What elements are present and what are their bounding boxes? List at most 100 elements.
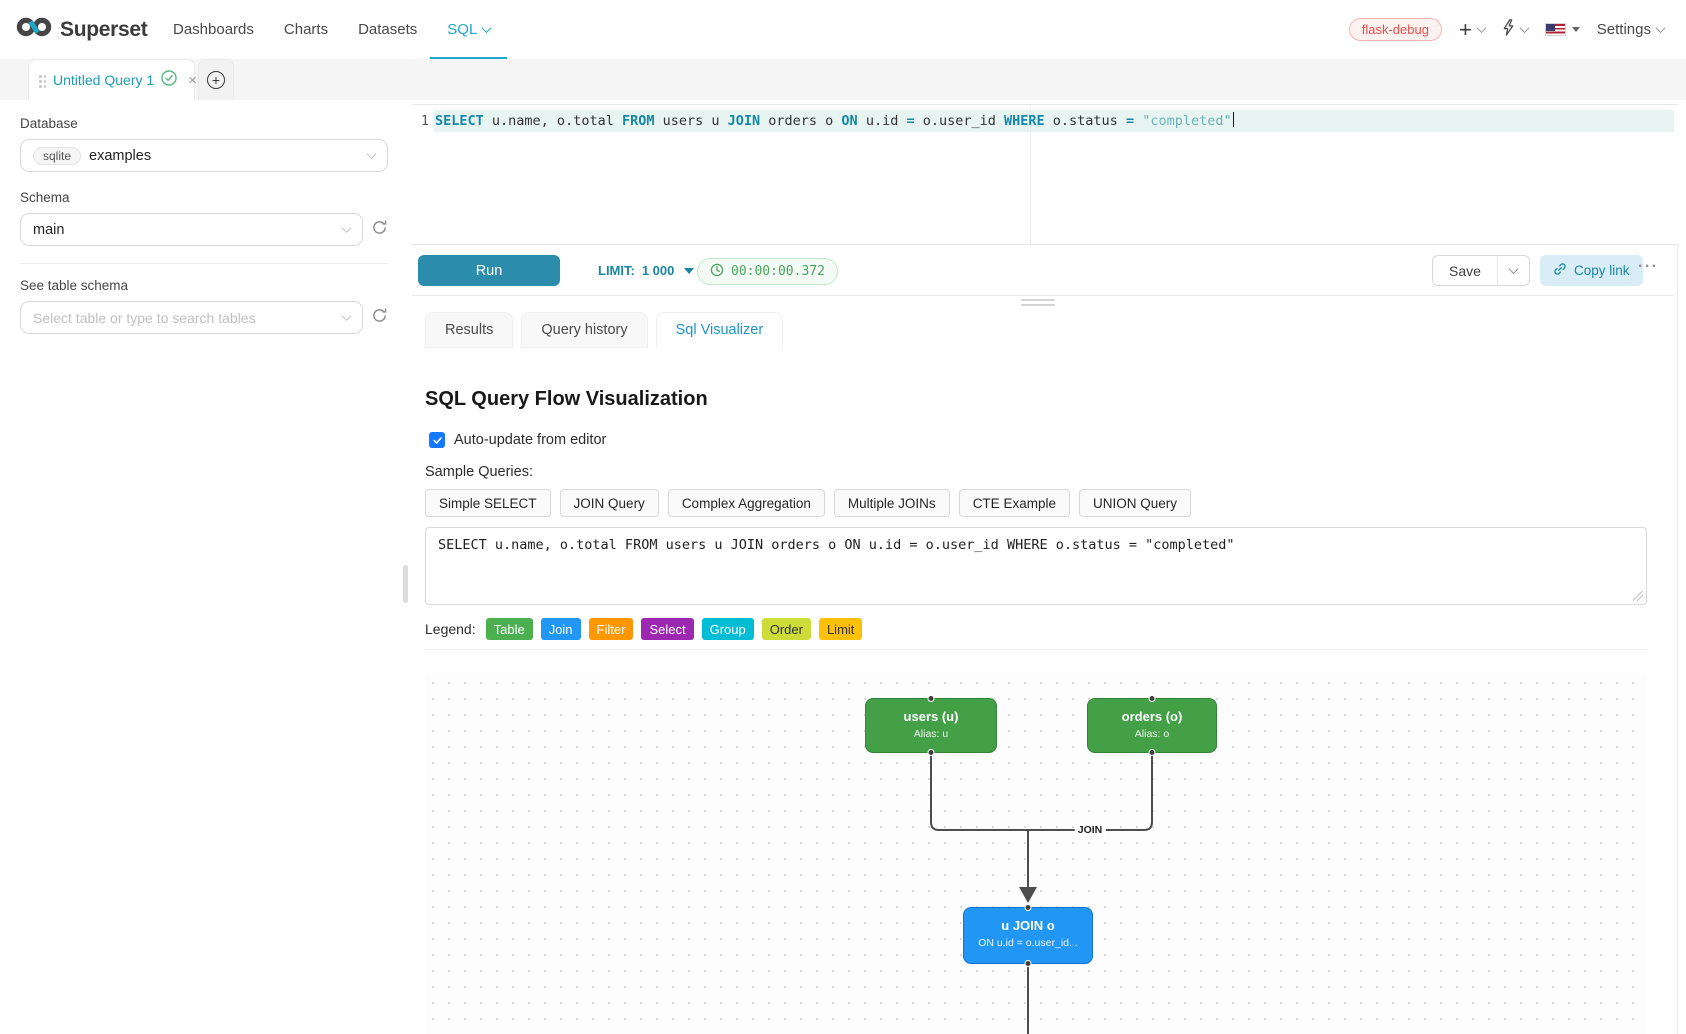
node-subtitle: ON u.id = o.user_id... — [978, 937, 1078, 949]
table-select[interactable]: Select table or type to search tables — [20, 301, 363, 334]
table-schema-label: See table schema — [20, 278, 129, 293]
schema-select-value: main — [33, 221, 65, 238]
sample-query-simple-select[interactable]: Simple SELECT — [425, 489, 551, 517]
limit-label: LIMIT: — [598, 263, 635, 278]
refresh-tables-icon[interactable] — [371, 307, 388, 329]
sample-query-union-query[interactable]: UNION Query — [1078, 489, 1191, 517]
nav-item-charts[interactable]: Charts — [284, 0, 328, 59]
lightning-icon — [1502, 18, 1515, 41]
query-tab-title: Untitled Query 1 — [53, 72, 155, 88]
tab-results[interactable]: Results — [425, 312, 514, 348]
sql-token: "completed" — [1142, 113, 1232, 129]
flow-node-users[interactable]: users (u)Alias: u — [865, 695, 997, 756]
node-handle-bottom[interactable] — [927, 749, 935, 756]
flow-node-orders[interactable]: orders (o)Alias: o — [1087, 695, 1217, 756]
sidebar-resize-handle[interactable] — [403, 565, 408, 603]
refresh-schemas-icon[interactable] — [371, 219, 388, 241]
run-button[interactable]: Run — [418, 255, 560, 286]
textarea-resize-grip[interactable] — [1633, 591, 1643, 601]
legend-chip-table: Table — [485, 618, 533, 640]
legend-chip-order: Order — [761, 618, 811, 640]
chevron-down-icon — [481, 23, 492, 34]
clock-icon — [710, 263, 724, 281]
node-subtitle: Alias: o — [1134, 728, 1170, 740]
node-handle-top[interactable] — [1148, 695, 1156, 702]
pane-resize-handle[interactable] — [1021, 299, 1055, 309]
nav-item-datasets[interactable]: Datasets — [358, 0, 417, 59]
nav-item-label: Dashboards — [173, 21, 254, 38]
save-dropdown-button[interactable] — [1496, 256, 1529, 285]
more-actions-button[interactable]: ··· — [1638, 258, 1659, 275]
scroll-edge-divider — [1677, 104, 1678, 1034]
database-select-value: examples — [89, 147, 152, 164]
visualizer-query-input[interactable]: SELECT u.name, o.total FROM users u JOIN… — [425, 527, 1647, 605]
superset-brand[interactable]: Superset — [16, 0, 148, 59]
sample-query-join-query[interactable]: JOIN Query — [559, 489, 659, 517]
sql-token: ON — [841, 113, 858, 129]
node-handle-top[interactable] — [1024, 904, 1032, 911]
query-tab-untitled-query-1[interactable]: Untitled Query 1 × — [28, 59, 197, 100]
top-navbar-right: flask-debug + Settings — [1348, 0, 1666, 59]
auto-update-row[interactable]: Auto-update from editor — [429, 432, 606, 448]
node-handle-top[interactable] — [927, 695, 935, 702]
tab-query-history[interactable]: Query history — [521, 312, 648, 348]
chevron-down-icon — [1655, 23, 1666, 34]
sample-query-cte-example[interactable]: CTE Example — [958, 489, 1070, 517]
legend-chip-join: Join — [540, 618, 581, 640]
nav-item-dashboards[interactable]: Dashboards — [173, 0, 254, 59]
query-search-menu[interactable] — [1502, 18, 1530, 41]
top-navbar: Superset Dashboards Charts Datasets SQL fla… — [0, 0, 1686, 59]
settings-label: Settings — [1596, 21, 1651, 38]
settings-menu[interactable]: Settings — [1596, 21, 1666, 38]
sql-lab-sidebar: Database sqlite examples Schema main See… — [0, 100, 402, 334]
add-query-tab-button[interactable]: + — [198, 59, 234, 100]
node-handle-bottom[interactable] — [1148, 749, 1156, 756]
node-title: users (u) — [903, 709, 959, 724]
database-select[interactable]: sqlite examples — [20, 139, 388, 172]
visualizer-query-text: SELECT u.name, o.total FROM users u JOIN… — [438, 537, 1235, 553]
copy-link-label: Copy link — [1574, 263, 1630, 278]
caret-down-icon — [684, 267, 695, 274]
save-split-button: Save — [1432, 255, 1530, 286]
sql-token: users u — [654, 113, 728, 129]
sql-token: = — [1125, 113, 1135, 129]
chevron-down-icon — [341, 223, 352, 234]
editor-code-line[interactable]: SELECT u.name, o.total FROM users u JOIN… — [435, 110, 1235, 132]
table-select-placeholder: Select table or type to search tables — [33, 309, 256, 326]
sql-token: orders o — [760, 113, 842, 129]
join-edge-label: JOIN — [1074, 824, 1106, 836]
sql-token — [1134, 113, 1142, 129]
flow-canvas[interactable]: JOIN users (u)Alias: u orders (o)Alias: o… — [425, 675, 1647, 1034]
visualizer-divider — [425, 649, 1647, 650]
pane-divider — [412, 295, 1674, 296]
sql-editor[interactable]: 1 SELECT u.name, o.total FROM users u JO… — [412, 104, 1678, 245]
language-picker[interactable] — [1544, 23, 1580, 36]
brand-name: Superset — [60, 17, 148, 41]
sample-query-multiple-joins[interactable]: Multiple JOINs — [833, 489, 950, 517]
sql-token: o.user_id — [914, 113, 1005, 129]
save-button[interactable]: Save — [1449, 262, 1481, 279]
sample-query-complex-aggregation[interactable]: Complex Aggregation — [667, 489, 825, 517]
schema-select[interactable]: main — [20, 213, 363, 246]
nav-item-label: Datasets — [358, 21, 418, 38]
limit-dropdown[interactable]: LIMIT: 1 000 — [598, 255, 695, 286]
auto-update-checkbox[interactable] — [429, 432, 445, 448]
query-tab-strip: Untitled Query 1 × + — [0, 59, 1686, 100]
close-tab-icon[interactable]: × — [188, 71, 197, 89]
us-flag-icon — [1544, 23, 1566, 36]
nav-item-label: Charts — [283, 21, 329, 38]
legend-chip-filter: Filter — [588, 618, 634, 640]
sidebar-divider — [20, 263, 388, 264]
database-label: Database — [20, 116, 78, 131]
editor-active-line-highlight — [434, 110, 1674, 132]
node-handle-bottom[interactable] — [1024, 960, 1032, 967]
superset-logo-icon — [16, 15, 52, 44]
editor-cursor — [1232, 112, 1235, 127]
copy-link-button[interactable]: Copy link — [1540, 255, 1643, 286]
new-item-menu[interactable]: + — [1458, 16, 1487, 42]
tab-sql-visualizer[interactable]: Sql Visualizer — [655, 312, 784, 348]
nav-item-sql[interactable]: SQL — [430, 0, 508, 59]
plus-icon: + — [1458, 16, 1472, 42]
